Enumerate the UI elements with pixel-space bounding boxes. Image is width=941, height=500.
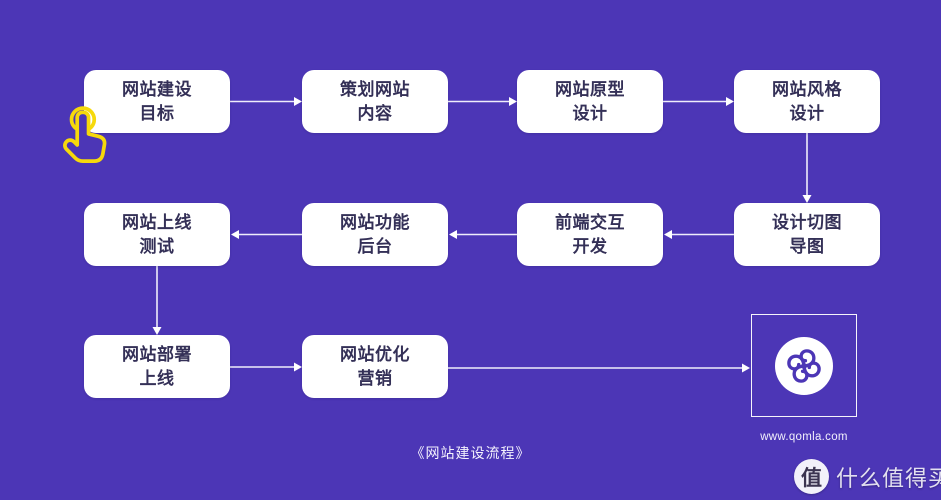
arrow-plan-to-prototype [448, 97, 517, 106]
node-label-line: 网站优化 [340, 344, 410, 364]
flow-node-deploy: 网站部署 上线 [84, 335, 230, 398]
flow-node-marketing: 网站优化 营销 [302, 335, 448, 398]
watermark: 值 什么值得买 [794, 459, 941, 494]
node-label-line: 前端交互 [555, 212, 625, 232]
flow-node-style: 网站风格 设计 [734, 70, 880, 133]
figure-caption: 《网站建设流程》 [410, 445, 531, 461]
node-label-line: 网站部署 [122, 344, 192, 364]
node-label-line: 后台 [357, 236, 393, 256]
node-label-line: 上线 [139, 368, 175, 388]
smzdm-value-badge-icon: 值 [794, 459, 829, 494]
qomla-clover-logo-icon [787, 348, 821, 383]
arrow-deploy-to-marketing [230, 362, 302, 372]
node-label-line: 开发 [572, 236, 608, 256]
node-label-line: 网站原型 [555, 79, 625, 99]
arrow-backend-to-testing [231, 230, 302, 239]
node-label-line: 导图 [789, 236, 825, 256]
node-label-line: 内容 [357, 103, 393, 123]
flow-node-prototype: 网站原型 设计 [517, 70, 663, 133]
logo-website-text: www.qomla.com [760, 431, 848, 443]
flow-node-frontend: 前端交互 开发 [517, 203, 663, 266]
node-label-line: 网站风格 [772, 79, 842, 99]
arrow-goal-to-plan [230, 97, 302, 106]
node-label-line: 网站功能 [340, 212, 410, 232]
node-label-line: 策划网站 [340, 79, 410, 99]
node-label-line: 设计切图 [772, 212, 842, 232]
flow-node-slicing: 设计切图 导图 [734, 203, 880, 266]
node-label-line: 测试 [139, 236, 175, 256]
arrow-prototype-to-style [663, 97, 734, 106]
node-label-line: 网站上线 [122, 212, 192, 232]
node-label-line: 设计 [572, 103, 608, 123]
node-label-line: 营销 [357, 368, 393, 388]
arrow-marketing-to-logo [448, 363, 750, 373]
arrow-frontend-to-backend [449, 230, 517, 239]
flow-node-plan: 策划网站 内容 [302, 70, 448, 133]
node-label-line: 网站建设 [122, 79, 192, 99]
watermark-brand-text: 什么值得买 [836, 465, 941, 491]
flow-node-backend: 网站功能 后台 [302, 203, 448, 266]
node-label-line: 设计 [789, 103, 825, 123]
flow-node-goal: 网站建设 目标 [84, 70, 230, 133]
arrow-testing-to-deploy [152, 266, 162, 335]
flow-node-testing: 网站上线 测试 [84, 203, 230, 266]
logo-circle [775, 336, 833, 395]
tap-gesture-icon [63, 106, 107, 163]
arrow-style-to-slicing [802, 133, 812, 203]
logo-frame [751, 314, 857, 417]
arrow-slicing-to-frontend [664, 230, 734, 239]
node-label-line: 目标 [139, 103, 175, 123]
